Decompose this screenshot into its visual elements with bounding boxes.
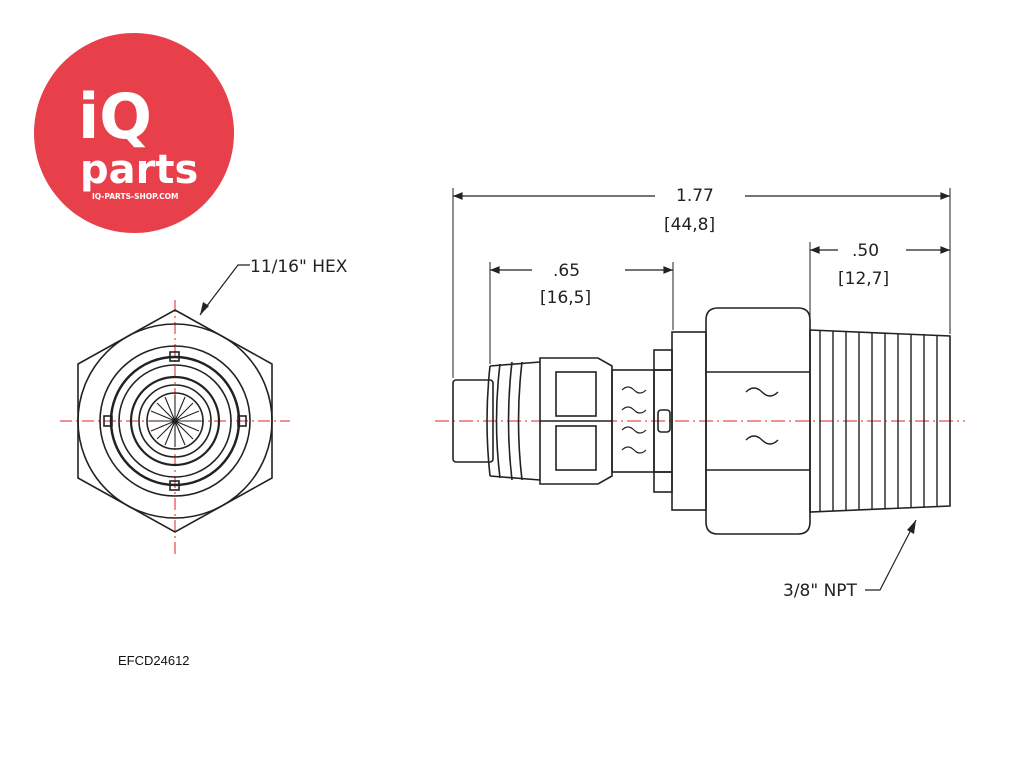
side-view xyxy=(435,188,965,591)
logo-brand-bottom: parts xyxy=(80,147,198,193)
thread-label: 3/8" NPT xyxy=(783,581,858,601)
tab-bottom xyxy=(653,471,673,493)
stem-nose xyxy=(452,379,494,463)
logo-brand-top: iQ xyxy=(78,80,152,153)
thread-body xyxy=(809,329,951,513)
hex-body xyxy=(705,307,811,535)
hex-chamfer-circle xyxy=(77,323,273,519)
dim-thread-mm: [12,7] xyxy=(838,269,889,289)
latch-tab-right xyxy=(237,415,247,427)
thread-ridges xyxy=(819,330,938,512)
collar-window-bottom xyxy=(555,425,597,471)
iq-parts-logo: iQ parts IQ-PARTS-SHOP.COM xyxy=(34,33,234,233)
dim-stem-mm: [16,5] xyxy=(540,288,591,308)
collar-window-top xyxy=(555,371,597,417)
latch-tab-top xyxy=(169,351,180,362)
collar-body xyxy=(539,357,613,485)
end-view-ring-outer xyxy=(99,345,251,497)
latch-tab-bottom xyxy=(169,480,180,491)
end-view xyxy=(60,264,290,555)
oring-4 xyxy=(517,361,523,481)
hex-leader-arrow xyxy=(200,302,209,315)
hex-leader xyxy=(199,264,250,316)
tab-top xyxy=(653,349,673,371)
part-number: EFCD24612 xyxy=(118,653,190,668)
dim-thread-value: .50 xyxy=(852,241,879,261)
latch-tab-left xyxy=(103,415,113,427)
valve-star xyxy=(149,395,201,447)
hex-label: 11/16" HEX xyxy=(250,257,348,277)
oring-2 xyxy=(495,363,501,479)
thread-leader xyxy=(865,519,917,591)
end-view-ring-5 xyxy=(138,384,212,458)
valve-circle xyxy=(146,392,204,450)
logo-circle xyxy=(34,33,234,233)
thread-leader-arrow xyxy=(907,520,916,534)
hex-outline xyxy=(77,309,273,533)
end-view-ring-2 xyxy=(109,355,241,487)
dim-stem-value: .65 xyxy=(553,261,580,281)
oring-1 xyxy=(486,365,491,477)
end-view-ring-3 xyxy=(118,364,232,478)
oring-3 xyxy=(507,361,513,481)
end-view-ring-4 xyxy=(129,375,221,467)
dim-overall-mm: [44,8] xyxy=(664,215,715,235)
dim-overall-value: 1.77 xyxy=(676,186,714,206)
logo-url: IQ-PARTS-SHOP.COM xyxy=(92,192,178,201)
